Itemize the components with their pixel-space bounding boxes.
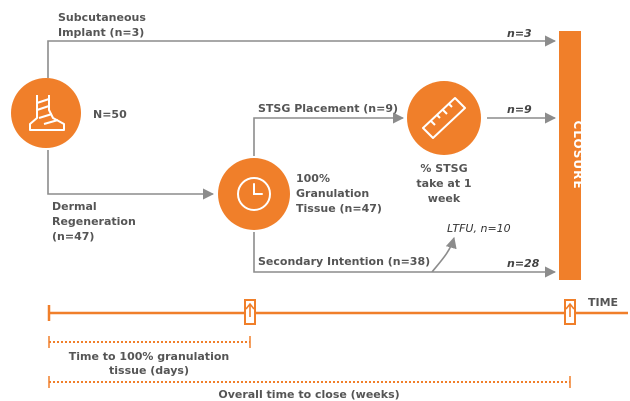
subcutaneous-end-count: n=3 bbox=[507, 27, 532, 40]
stsg-arrow bbox=[253, 112, 405, 156]
stsg-take-label-2: take at 1 bbox=[416, 177, 471, 190]
stsg-end-count: n=9 bbox=[507, 103, 532, 116]
span1-label-1: Time to 100% granulation bbox=[69, 350, 229, 363]
clock-icon bbox=[237, 177, 271, 211]
span1-label-2: tissue (days) bbox=[109, 364, 189, 377]
closure-label: CLOSURE bbox=[571, 120, 585, 189]
closure-time-marker bbox=[564, 299, 576, 325]
dermal-arrow bbox=[47, 150, 215, 200]
stsg-take-label-3: week bbox=[428, 192, 461, 205]
ruler-icon bbox=[422, 97, 466, 139]
dermal-label-3: (n=47) bbox=[52, 230, 94, 243]
closure-bar: CLOSURE bbox=[559, 31, 585, 280]
stsg-label: STSG Placement (n=9) bbox=[258, 102, 398, 115]
secondary-arrow bbox=[253, 232, 557, 278]
subcutaneous-label-1: Subcutaneous bbox=[58, 11, 146, 24]
stsg-take-label-1: % STSG bbox=[420, 162, 467, 175]
stsg-node bbox=[407, 81, 481, 155]
secondary-end-count: n=28 bbox=[507, 257, 540, 270]
granulation-label-1: 100% bbox=[296, 172, 330, 185]
ltfu-arrow bbox=[431, 236, 457, 273]
granulation-node bbox=[218, 158, 290, 230]
ltfu-label: LTFU, n=10 bbox=[447, 222, 511, 235]
subcutaneous-label-2: Implant (n=3) bbox=[58, 26, 144, 39]
connectors bbox=[47, 35, 557, 278]
dermal-label-2: Regeneration bbox=[52, 215, 136, 228]
foot-bandage-icon bbox=[29, 95, 65, 131]
granulation-time-marker bbox=[244, 299, 256, 325]
dermal-label-1: Dermal bbox=[52, 200, 97, 213]
secondary-label: Secondary Intention (n=38) bbox=[258, 255, 430, 268]
start-label: N=50 bbox=[93, 108, 127, 121]
granulation-label-2: Granulation bbox=[296, 187, 369, 200]
span2-label: Overall time to close (weeks) bbox=[218, 388, 399, 401]
start-node bbox=[11, 78, 81, 148]
granulation-label-3: Tissue (n=47) bbox=[296, 202, 382, 215]
timeline-label: TIME bbox=[588, 296, 618, 309]
subcutaneous-arrow bbox=[47, 35, 557, 78]
timeline: TIME Time to 100% granulation tissue (da… bbox=[47, 296, 628, 401]
